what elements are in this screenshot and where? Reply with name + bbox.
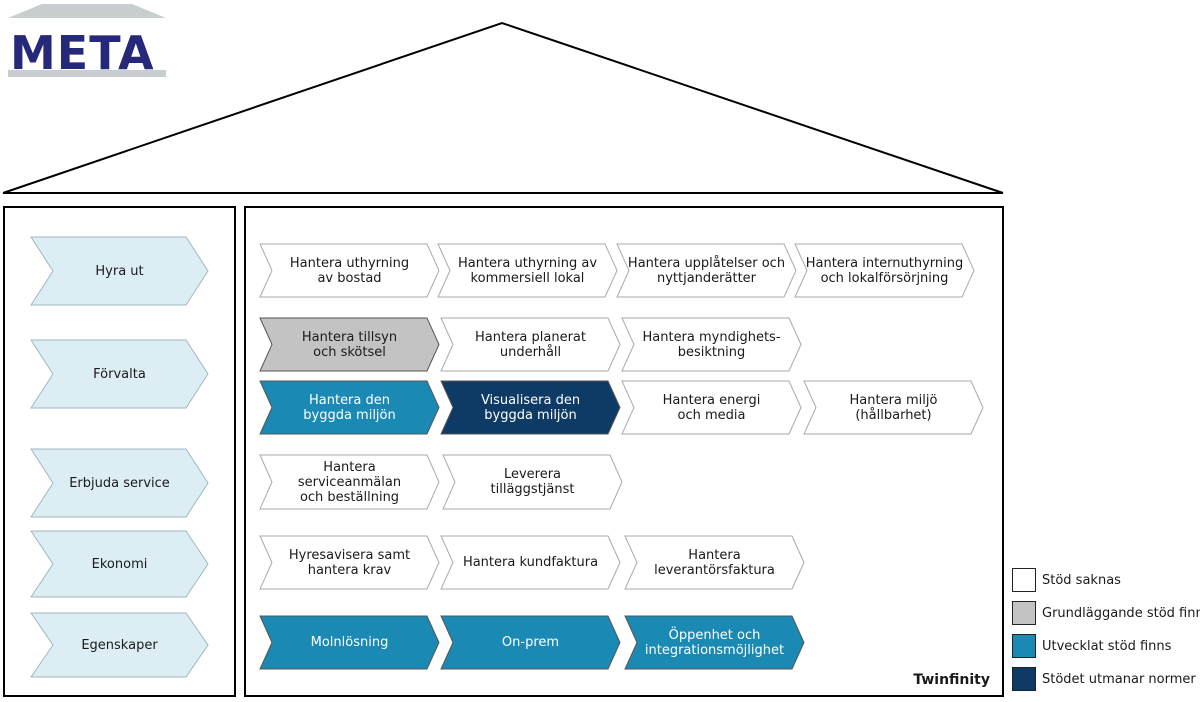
meta-logo: META bbox=[0, 0, 180, 90]
category-label: Hyra ut bbox=[95, 263, 144, 279]
category-label: Egenskaper bbox=[81, 637, 158, 653]
process-step: Hantera upplåtelser och nyttjanderätter bbox=[616, 243, 797, 298]
process-step: Hantera energi och media bbox=[621, 380, 802, 435]
category-label: Erbjuda service bbox=[69, 475, 170, 491]
legend-label: Grundläggande stöd finns bbox=[1042, 606, 1200, 621]
process-step: Hantera uthyrning av bostad bbox=[259, 243, 440, 298]
process-step: Hantera miljö (hållbarhet) bbox=[803, 380, 984, 435]
process-label: Öppenhet och integrationsmöjlighet bbox=[644, 627, 785, 658]
process-step: Visualisera den byggda miljön bbox=[440, 380, 621, 435]
category-hyra-ut: Hyra ut bbox=[30, 236, 209, 306]
process-step: Hantera internuthyrning och lokalförsörj… bbox=[794, 243, 975, 298]
process-step: Hantera tillsyn och skötsel bbox=[259, 317, 440, 372]
process-label: Hantera uthyrning av bostad bbox=[289, 255, 410, 286]
process-label: Hantera miljö (hållbarhet) bbox=[849, 392, 938, 423]
legend-swatch bbox=[1012, 634, 1036, 658]
category-förvalta: Förvalta bbox=[30, 339, 209, 409]
process-label: Hantera energi och media bbox=[662, 392, 761, 423]
process-step: Hantera uthyrning av kommersiell lokal bbox=[437, 243, 618, 298]
category-label: Ekonomi bbox=[91, 556, 148, 572]
category-ekonomi: Ekonomi bbox=[30, 530, 209, 598]
legend-swatch bbox=[1012, 568, 1036, 592]
process-step: Hantera kundfaktura bbox=[440, 535, 621, 590]
process-panel bbox=[244, 206, 1004, 697]
category-egenskaper: Egenskaper bbox=[30, 612, 209, 678]
process-step: Hantera leverantörsfaktura bbox=[624, 535, 805, 590]
process-label: Hantera tillsyn och skötsel bbox=[301, 329, 398, 360]
process-label: Hantera myndighets- besiktning bbox=[642, 329, 781, 360]
brand-label: Twinfinity bbox=[913, 672, 990, 688]
process-step: Hantera myndighets- besiktning bbox=[621, 317, 802, 372]
category-panel bbox=[3, 206, 236, 697]
process-step: Hyresavisera samt hantera krav bbox=[259, 535, 440, 590]
process-step: On-prem bbox=[440, 615, 621, 670]
process-label: On-prem bbox=[501, 635, 560, 650]
process-label: Hantera kundfaktura bbox=[462, 555, 599, 570]
process-label: Hyresavisera samt hantera krav bbox=[288, 547, 411, 578]
process-label: Hantera uthyrning av kommersiell lokal bbox=[457, 255, 598, 286]
legend-label: Stöd saknas bbox=[1042, 573, 1121, 588]
category-label: Förvalta bbox=[93, 366, 146, 382]
process-step: Molnlösning bbox=[259, 615, 440, 670]
logo-text: META bbox=[10, 26, 155, 80]
legend-label: Utvecklat stöd finns bbox=[1042, 639, 1172, 654]
process-label: Hantera planerat underhåll bbox=[475, 329, 586, 360]
legend-swatch bbox=[1012, 667, 1036, 691]
process-step: Leverera tilläggstjänst bbox=[442, 454, 623, 510]
process-label: Hantera den byggda miljön bbox=[303, 392, 396, 423]
legend-label: Stödet utmanar normer bbox=[1042, 672, 1196, 687]
process-step: Hantera planerat underhåll bbox=[440, 317, 621, 372]
process-label: Hantera upplåtelser och nyttjanderätter bbox=[627, 255, 786, 286]
process-label: Leverera tilläggstjänst bbox=[490, 467, 575, 497]
legend-swatch bbox=[1012, 601, 1036, 625]
process-label: Molnlösning bbox=[310, 635, 389, 650]
process-step: Öppenhet och integrationsmöjlighet bbox=[624, 615, 805, 670]
process-label: Hantera leverantörsfaktura bbox=[654, 547, 775, 578]
category-erbjuda-service: Erbjuda service bbox=[30, 448, 209, 518]
process-label: Visualisera den byggda miljön bbox=[480, 392, 581, 423]
process-label: Hantera internuthyrning och lokalförsörj… bbox=[805, 255, 964, 286]
process-label: Hantera serviceanmälan och beställning bbox=[297, 459, 402, 505]
process-step: Hantera den byggda miljön bbox=[259, 380, 440, 435]
process-step: Hantera serviceanmälan och beställning bbox=[259, 454, 440, 510]
